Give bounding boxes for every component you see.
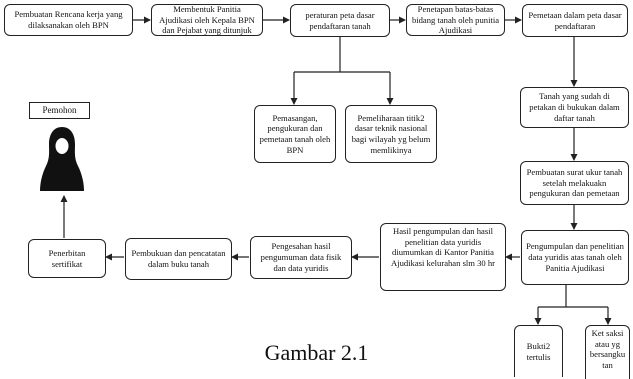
step-label: Hasil pengumpulan dan hasil penelitian d… [390, 226, 496, 269]
step-peraturan-peta-dasar: peraturan peta dasar pendaftaran tanah [290, 4, 390, 37]
step-label: Pembuatan Rencana kerja yang dilaksanaka… [14, 9, 123, 30]
arrow-n10-branch [538, 285, 608, 308]
step-bukti-tertulis: Bukti2 tertulis [514, 325, 563, 377]
pemohon-person-icon [40, 127, 84, 191]
step-pemasangan-pengukuran: Pemasangan, pengukuran dan pemetaan tana… [254, 105, 336, 163]
step-label: Membentuk Panitia Ajudikasi oleh Kepala … [159, 4, 255, 36]
step-label: Pemasangan, pengukuran dan pemetaan tana… [259, 112, 331, 155]
figure-caption: Gambar 2.1 [264, 340, 369, 365]
step-label: Bukti2 tertulis [526, 340, 551, 362]
step-pemetaan-peta-dasar: Pemetaan dalam peta dasar pendaftaran [522, 4, 628, 37]
step-pengumpulan-data-yuridis: Pengumpulan dan penelitian data yuridis … [521, 230, 629, 285]
step-hasil-diumumkan: Hasil pengumpulan dan hasil penelitian d… [380, 223, 506, 291]
step-label: Pembukuan dan pencatatan dalam buku tana… [131, 248, 226, 269]
step-surat-ukur: Pembuatan surat ukur tanah setelah melak… [520, 161, 629, 205]
step-label: Penetapan batas-batas bidang tanah oleh … [411, 4, 500, 36]
step-label: Pengumpulan dan penelitian data yuridis … [526, 241, 624, 273]
step-penerbitan-sertifikat: Penerbitan sertifikat [28, 239, 106, 278]
step-penetapan-batas: Penetapan batas-batas bidang tanah oleh … [406, 4, 505, 36]
step-label: Pengesahan hasil pengumuman data fisik d… [260, 241, 342, 273]
pemohon-label: Pemohon [29, 102, 90, 119]
step-pembukuan: Pembukuan dan pencatatan dalam buku tana… [125, 238, 232, 280]
step-label: Penerbitan sertifikat [48, 247, 86, 269]
step-label: Pembuatan surat ukur tanah setelah melak… [526, 166, 623, 199]
arrow-n3-branch [294, 37, 390, 73]
step-rencana-kerja: Pembuatan Rencana kerja yang dilaksanaka… [4, 4, 133, 36]
step-label: Pemetaan dalam peta dasar pendaftaran [528, 9, 622, 31]
step-pemeliharaan-titik: Pemeliharaan titik2 dasar teknik nasiona… [345, 105, 437, 163]
pemohon-text: Pemohon [42, 104, 77, 115]
step-label: Ket saksi atau yg bersangku tan [589, 328, 626, 371]
step-pengesahan: Pengesahan hasil pengumuman data fisik d… [250, 236, 352, 279]
step-keterangan-saksi: Ket saksi atau yg bersangku tan [585, 325, 630, 379]
step-label: peraturan peta dasar pendaftaran tanah [305, 9, 375, 31]
step-panitia-ajudikasi: Membentuk Panitia Ajudikasi oleh Kepala … [151, 4, 263, 36]
step-label: Tanah yang sudah di petakan di bukukan d… [529, 91, 620, 123]
step-label: Pemeliharaan titik2 dasar teknik nasiona… [351, 112, 431, 155]
step-tanah-dipetakan: Tanah yang sudah di petakan di bukukan d… [520, 87, 629, 128]
